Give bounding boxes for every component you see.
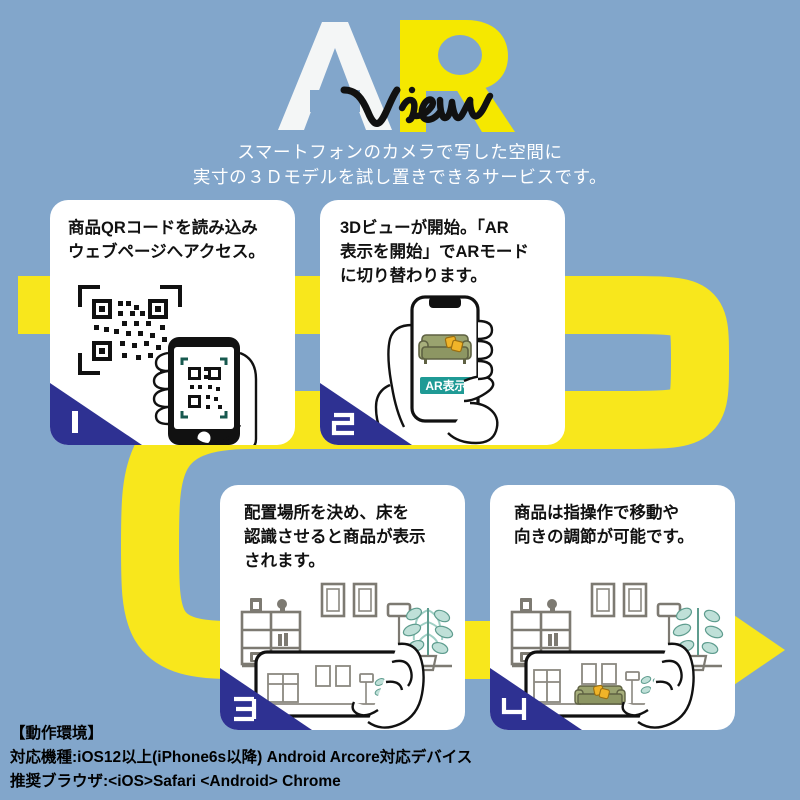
tagline: スマートフォンのカメラで写した空間に 実寸の３Ｄモデルを試し置きできるサービスで… [0,140,800,190]
step-2-text: 3Dビューが開始。「AR 表示を開始」でARモード に切り替わります。 [320,200,565,288]
step-4-badge [490,668,582,730]
step-4-text: 商品は指操作で移動や 向きの調節が可能です。 [490,485,735,549]
step-1-line-1: 商品QRコードを読み込み [68,219,258,237]
step-2-badge [320,383,412,445]
footer-heading: 【動作環境】 [10,725,104,742]
step-card-3[interactable]: 配置場所を決め、床を 認識させると商品が表示 されます。 [220,485,465,730]
step-card-2[interactable]: 3Dビューが開始。「AR 表示を開始」でARモード に切り替わります。 [320,200,565,445]
logo [0,12,800,142]
step-2-line-1: 3Dビューが開始。「AR [340,219,509,237]
tagline-line-2: 実寸の３Ｄモデルを試し置きできるサービスです。 [192,167,608,187]
footer-requirements: 【動作環境】 対応機種:iOS12以上(iPhone6s以降) Android … [10,722,472,794]
ar-button-label: AR表示 [425,378,466,393]
step-3-badge [220,668,312,730]
footer-browser-line: 推奨ブラウザ:<iOS>Safari <Android> Chrome [10,773,341,790]
step-2-line-2: 表示を開始」でARモード [340,243,529,261]
tagline-line-1: スマートフォンのカメラで写した空間に [237,142,563,162]
step-card-4[interactable]: 商品は指操作で移動や 向きの調節が可能です。 [490,485,735,730]
step-3-line-1: 配置場所を決め、床を [244,504,409,522]
step-3-text: 配置場所を決め、床を 認識させると商品が表示 されます。 [220,485,465,573]
step-4-line-1: 商品は指操作で移動や [514,504,679,522]
step-4-line-2: 向きの調節が可能です。 [514,528,694,546]
step-3-line-2: 認識させると商品が表示 [244,528,426,546]
footer-device-line: 対応機種:iOS12以上(iPhone6s以降) Android Arcore対… [10,749,473,766]
step-card-1[interactable]: 商品QRコードを読み込み ウェブページへアクセス。 [50,200,295,445]
step-1-badge [50,383,142,445]
step-1-text: 商品QRコードを読み込み ウェブページへアクセス。 [50,200,295,264]
step-1-line-2: ウェブページへアクセス。 [68,243,265,261]
ar-view-logo [278,20,515,132]
